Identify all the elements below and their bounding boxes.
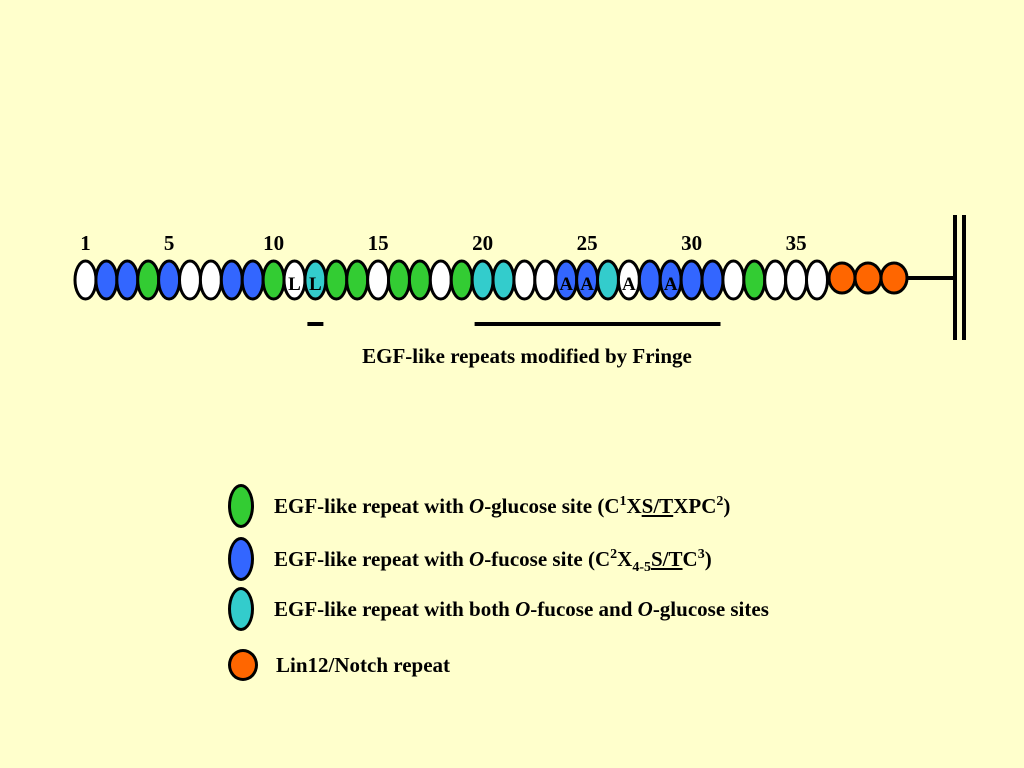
repeat-number-10: 10 bbox=[263, 231, 284, 255]
repeat-number-25: 25 bbox=[577, 231, 598, 255]
egf-repeat-row bbox=[73, 259, 829, 301]
egf-repeat-6 bbox=[178, 259, 202, 301]
repeat-number-15: 15 bbox=[368, 231, 389, 255]
egf-repeat-35 bbox=[784, 259, 809, 301]
repeat-number-30: 30 bbox=[681, 231, 702, 255]
legend-label-glucose: EGF-like repeat with O-glucose site (C1X… bbox=[274, 493, 731, 518]
lin12-notch-repeat-2 bbox=[853, 261, 883, 295]
legend-row-lin12: Lin12/Notch repeat bbox=[228, 649, 450, 681]
egf-repeat-23 bbox=[533, 259, 558, 301]
legend-label-fucose: EGF-like repeat with O-fucose site (C2X4… bbox=[274, 546, 712, 575]
egf-repeat-32 bbox=[721, 259, 746, 301]
repeat-letter-A-27: A bbox=[622, 274, 636, 295]
repeat-number-1: 1 bbox=[80, 231, 91, 255]
repeat-letter-L-12: L bbox=[309, 274, 322, 295]
egf-repeat-7 bbox=[198, 259, 223, 301]
egf-repeat-36 bbox=[805, 259, 829, 301]
egf-repeat-3 bbox=[115, 259, 140, 301]
legend-row-both: EGF-like repeat with both O-fucose and O… bbox=[228, 587, 769, 631]
egf-repeat-34 bbox=[763, 259, 788, 301]
egf-repeat-4 bbox=[136, 259, 161, 301]
egf-repeat-8 bbox=[219, 259, 244, 301]
fucose-swatch-icon bbox=[228, 537, 254, 581]
lin12-notch-repeat-1 bbox=[827, 261, 857, 295]
egf-repeat-19 bbox=[449, 259, 474, 301]
both-swatch-icon bbox=[228, 587, 254, 631]
legend-label-lin12: Lin12/Notch repeat bbox=[276, 652, 451, 677]
egf-repeat-30 bbox=[679, 259, 704, 301]
lin12-swatch-icon bbox=[228, 649, 258, 681]
egf-repeat-15 bbox=[366, 259, 391, 301]
egf-repeat-33 bbox=[742, 259, 767, 301]
egf-repeat-31 bbox=[700, 259, 725, 301]
egf-repeat-9 bbox=[240, 259, 265, 301]
legend-row-fucose: EGF-like repeat with O-fucose site (C2X4… bbox=[228, 537, 712, 581]
egf-repeat-14 bbox=[345, 259, 370, 301]
egf-repeat-13 bbox=[324, 259, 349, 301]
lin12-notch-repeat-3 bbox=[879, 261, 909, 295]
egf-repeat-17 bbox=[407, 259, 432, 301]
glucose-swatch-icon bbox=[228, 484, 254, 528]
egf-repeat-10 bbox=[261, 259, 286, 301]
legend-label-both: EGF-like repeat with both O-fucose and O… bbox=[274, 596, 769, 621]
legend-row-glucose: EGF-like repeat with O-glucose site (C1X… bbox=[228, 484, 730, 528]
repeat-letter-L-11: L bbox=[288, 274, 301, 295]
repeat-number-35: 35 bbox=[786, 231, 807, 255]
egf-repeat-1 bbox=[73, 259, 98, 301]
egf-repeat-16 bbox=[387, 259, 411, 301]
repeat-number-20: 20 bbox=[472, 231, 493, 255]
repeat-letter-A-25: A bbox=[580, 274, 594, 295]
egf-repeat-2 bbox=[94, 259, 119, 301]
egf-repeat-21 bbox=[491, 259, 516, 301]
egf-repeat-22 bbox=[512, 259, 537, 301]
fringe-label: EGF-like repeats modified by Fringe bbox=[362, 344, 692, 368]
repeat-number-5: 5 bbox=[164, 231, 175, 255]
egf-repeat-18 bbox=[428, 259, 453, 301]
repeat-letter-A-29: A bbox=[664, 274, 678, 295]
lin12-notch-repeat-row bbox=[827, 261, 909, 295]
egf-repeat-28 bbox=[637, 259, 662, 301]
egf-repeat-26 bbox=[596, 259, 620, 301]
repeat-letter-A-24: A bbox=[559, 274, 573, 295]
egf-repeat-20 bbox=[470, 259, 495, 301]
egf-repeat-5 bbox=[157, 259, 182, 301]
